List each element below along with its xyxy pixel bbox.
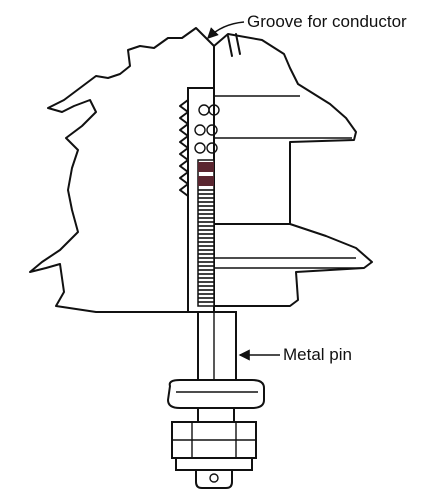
insulator-cutaway-section bbox=[29, 27, 215, 313]
pin-thread-lines bbox=[198, 189, 214, 303]
groove-notch-2 bbox=[235, 33, 241, 55]
groove-notch bbox=[227, 35, 233, 57]
cement-grains bbox=[194, 104, 220, 154]
pin-collar bbox=[167, 379, 265, 409]
insulator-top-cap bbox=[213, 33, 357, 229]
threaded-pin-head bbox=[197, 159, 215, 307]
pin-label: Metal pin bbox=[283, 345, 352, 364]
metal-pin-shaft bbox=[197, 311, 237, 385]
pin-end-hole bbox=[209, 473, 219, 483]
pin-end bbox=[195, 469, 233, 489]
hex-nut bbox=[171, 421, 257, 459]
groove-label: Groove for conductor bbox=[247, 12, 407, 31]
insulator-lower-skirt bbox=[213, 223, 373, 307]
pin-lower-stub bbox=[197, 407, 235, 423]
internal-thread bbox=[179, 99, 189, 197]
groove-leader-line bbox=[207, 21, 245, 39]
bottom-washer bbox=[175, 457, 253, 471]
